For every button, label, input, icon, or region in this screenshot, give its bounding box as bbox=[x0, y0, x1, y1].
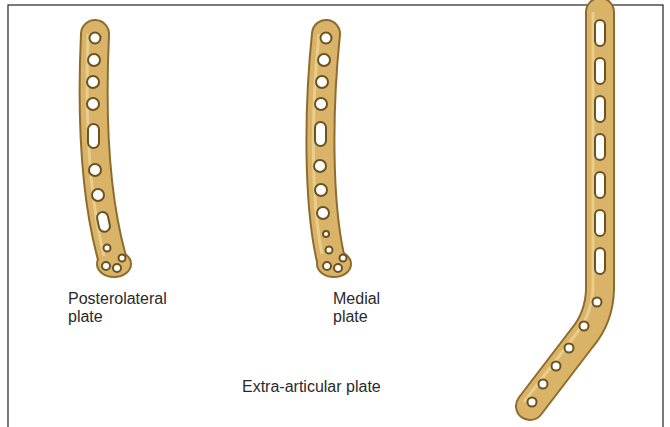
plate-label: Extra-articular plate bbox=[242, 378, 381, 396]
frame-border bbox=[8, 5, 663, 427]
plate-label: Medial plate bbox=[333, 290, 403, 327]
posterolateral-plate bbox=[87, 33, 132, 279]
extra-articular-plate bbox=[524, 12, 605, 407]
medial-plate bbox=[313, 33, 352, 279]
plate-label: Posterolateral plate bbox=[68, 290, 186, 327]
